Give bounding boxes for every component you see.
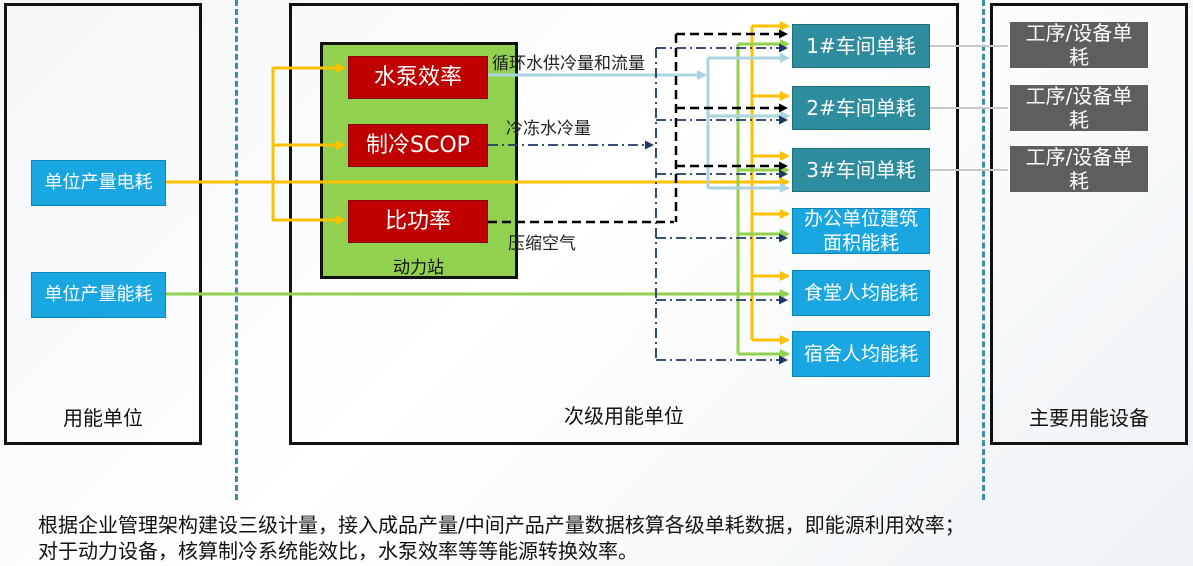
label-chilled-water: 冷冻水冷量 [506,119,591,139]
separator-right [982,0,985,500]
node-workshop-2[interactable]: 2#车间单耗 [792,86,930,130]
footer-line-1: 根据企业管理架构建设三级计量，接入成品产量/中间产品产量数据核算各级单耗数据，即… [38,513,965,537]
chilled-flow [488,43,788,365]
frame-energy-unit [4,3,202,445]
node-equipment-2[interactable]: 工序/设备单耗 [1010,84,1148,132]
separator-left [235,0,238,500]
power-station-label: 动力站 [393,258,444,278]
footer-line-2: 对于动力设备，核算制冷系统能效比，水泵效率等等能源转换效率。 [38,539,638,563]
node-energy-per-unit[interactable]: 单位产量能耗 [31,272,166,318]
frame-energy-unit-label: 用能单位 [63,406,143,430]
node-electricity-per-unit[interactable]: 单位产量电耗 [31,160,166,206]
node-specific-power[interactable]: 比功率 [348,200,488,243]
node-equipment-3[interactable]: 工序/设备单耗 [1010,145,1148,193]
node-equipment-1[interactable]: 工序/设备单耗 [1010,21,1148,69]
electric-flow [165,21,790,345]
node-pump-efficiency[interactable]: 水泵效率 [348,56,488,99]
label-compressed-air: 压缩空气 [508,234,576,254]
air-flow [488,29,788,224]
node-cooling-scop[interactable]: 制冷SCOP [348,124,488,167]
node-dorm-energy[interactable]: 宿舍人均能耗 [792,331,930,377]
frame-secondary-unit [289,3,959,445]
node-workshop-1[interactable]: 1#车间单耗 [792,24,930,68]
label-water-supply: 循环水供冷量和流量 [492,54,645,74]
frame-main-equipment-label: 主要用能设备 [1029,406,1149,430]
frame-secondary-unit-label: 次级用能单位 [564,404,684,428]
equipment-links [930,45,1008,171]
frame-main-equipment [990,3,1188,445]
node-canteen-energy[interactable]: 食堂人均能耗 [792,270,930,316]
node-workshop-3[interactable]: 3#车间单耗 [792,148,930,192]
node-office-area-energy[interactable]: 办公单位建筑面积能耗 [792,208,930,254]
